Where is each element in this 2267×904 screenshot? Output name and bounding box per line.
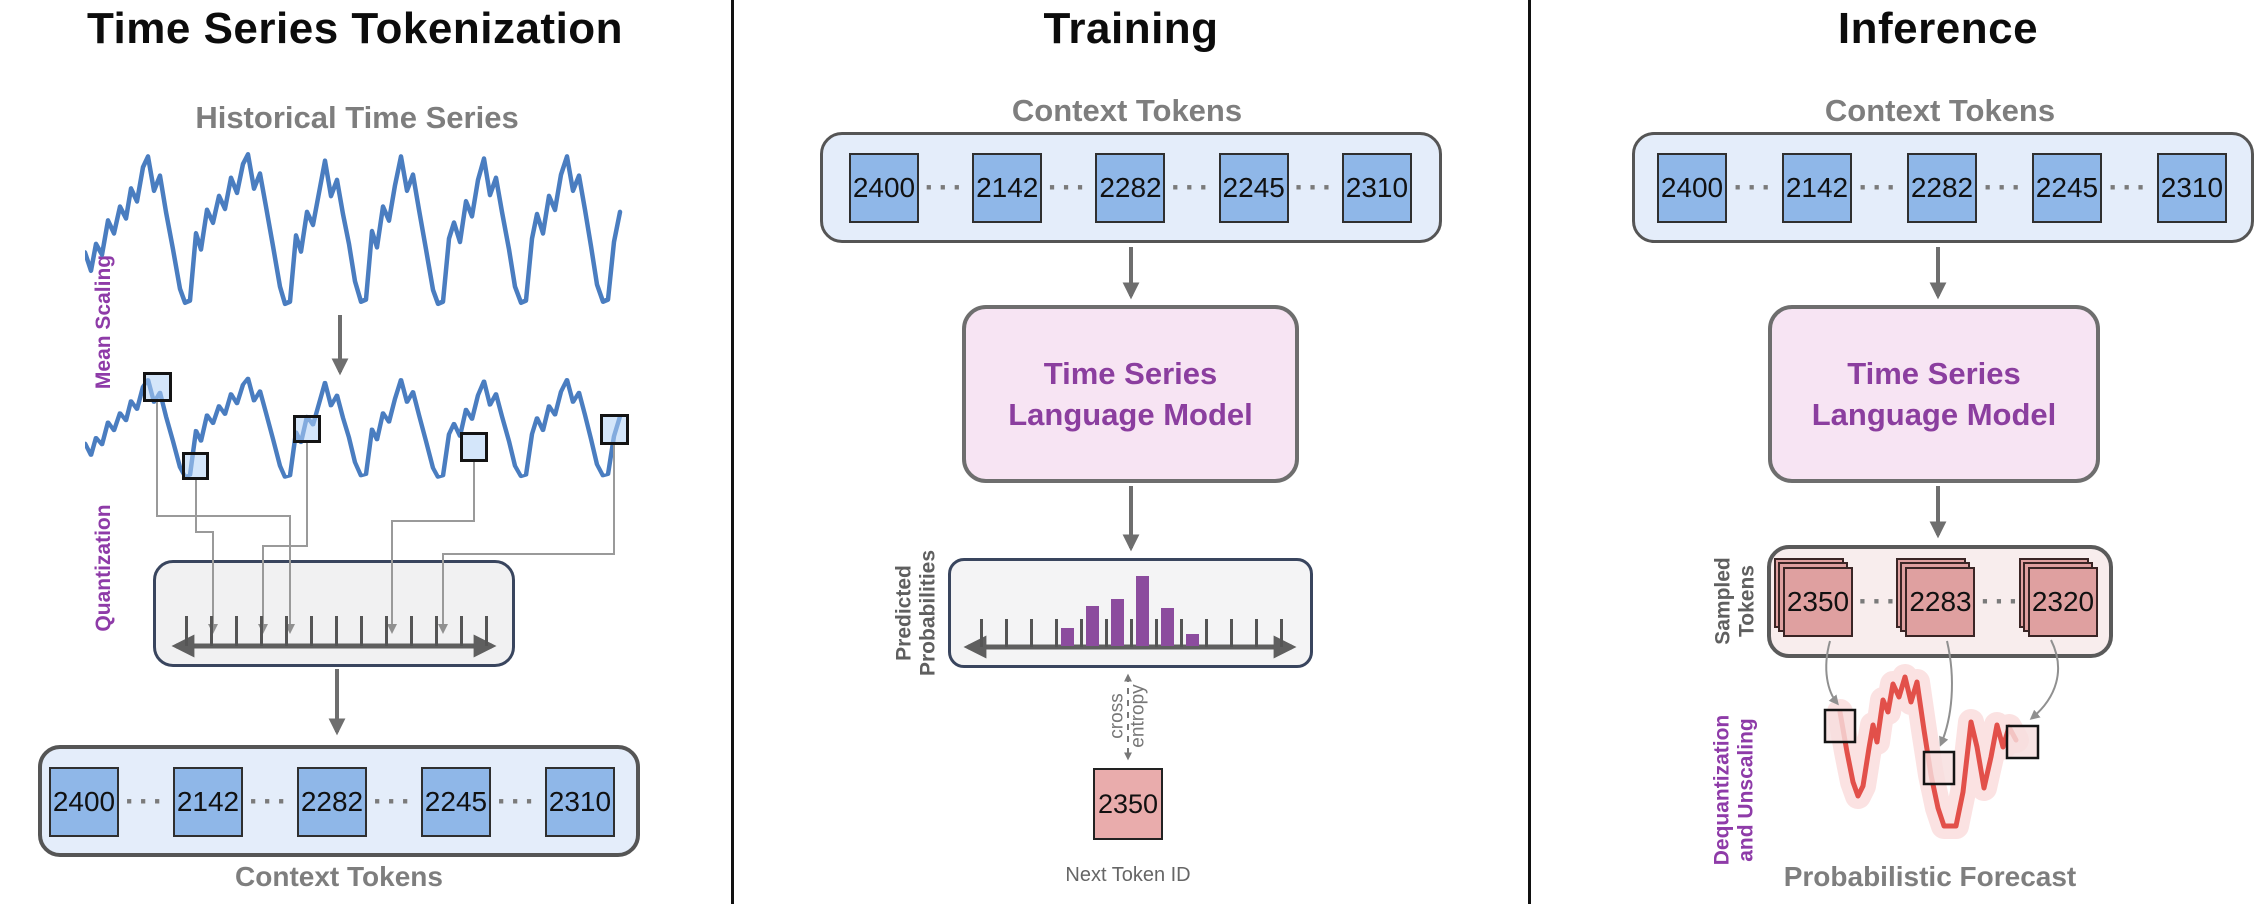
token-box: 2282 — [1095, 153, 1166, 223]
time-series-language-model-box: Time Series Language Model — [962, 305, 1299, 483]
token-box: 2400 — [1657, 153, 1727, 223]
ellipsis: ··· — [1733, 171, 1776, 204]
probabilistic-forecast-caption: Probabilistic Forecast — [1783, 861, 2077, 892]
predicted-probabilities-box — [948, 558, 1313, 668]
token-box: 2142 — [972, 153, 1043, 223]
highlight-box — [1922, 750, 1956, 786]
sampled-tokens-label: Sampled Tokens — [1711, 557, 1758, 645]
highlight-box — [293, 415, 321, 443]
token-box: 2245 — [420, 767, 491, 837]
context-token-row: 2400···2142···2282···2245···2310 — [1657, 153, 2227, 223]
dequantization-label: Dequantization and Unscaling — [1710, 715, 1757, 866]
quantization-text: Quantization — [92, 504, 116, 632]
panel-divider — [1528, 0, 1531, 904]
ellipsis: ··· — [496, 785, 539, 818]
token-box: 2245 — [2031, 153, 2102, 223]
ellipsis: ··· — [1858, 585, 1901, 618]
ellipsis: ··· — [1983, 171, 2026, 204]
sampled-label-line2: Tokens — [1735, 565, 1758, 637]
panel-title-tokenization: Time Series Tokenization — [86, 4, 624, 53]
ellipsis: ··· — [125, 785, 167, 818]
forecast-uncertainty-band — [1827, 664, 2029, 839]
sampled-token-card: 2350 — [1783, 567, 1853, 637]
next-token-box: 2350 — [1093, 768, 1163, 840]
blue-series-line — [85, 152, 623, 307]
token-box: 2282 — [296, 767, 367, 837]
forecast-highlight-boxes — [1823, 708, 2040, 786]
highlight-box — [182, 452, 209, 480]
token-box: 2310 — [2156, 153, 2227, 223]
sampled-token-stack: 2283 — [1896, 558, 1976, 637]
sampled-label-line1: Sampled — [1711, 557, 1735, 645]
ellipsis: ··· — [1980, 585, 2023, 618]
panel-divider — [731, 0, 734, 904]
historical-time-series-chart — [85, 152, 623, 307]
highlight-box — [2005, 724, 2040, 760]
context-tokens-caption: Context Tokens — [235, 861, 443, 892]
model-label-line1: Time Series — [1847, 356, 2021, 391]
highlight-box — [1823, 708, 1857, 744]
predicted-probabilities-label: Predicted Probabilities — [892, 550, 939, 676]
sampled-token-card: 2320 — [2027, 567, 2098, 637]
sampled-token-card: 2283 — [1905, 567, 1976, 637]
token-box: 2400 — [849, 153, 919, 223]
ellipsis: ··· — [2108, 171, 2151, 204]
sampled-token-stack: 2320 — [2018, 558, 2098, 637]
context-token-row: 2400···2142···2282···2245···2310 — [849, 153, 1412, 223]
predicted-label-line1: Predicted — [892, 565, 916, 661]
cross-entropy-label: cross entropy — [1107, 684, 1150, 747]
ellipsis: ··· — [1858, 171, 1901, 204]
ellipsis: ··· — [1171, 171, 1214, 204]
token-box: 2400 — [49, 767, 119, 837]
time-series-language-model-box: Time Series Language Model — [1768, 305, 2100, 483]
token-box: 2282 — [1906, 153, 1977, 223]
quantization-label: Quantization — [92, 504, 116, 631]
token-box: 2310 — [544, 767, 615, 837]
dequant-label-line2: and Unscaling — [1734, 718, 1757, 862]
context-tokens-heading: Context Tokens — [1011, 93, 1243, 128]
model-label-line2: Language Model — [1008, 397, 1253, 432]
ellipsis: ··· — [372, 785, 415, 818]
panel-title-training: Training — [1043, 4, 1219, 53]
predicted-label-line2: Probabilities — [916, 549, 939, 677]
ellipsis: ··· — [248, 785, 291, 818]
context-token-row: 2400···2142···2282···2245···2310 — [49, 767, 615, 837]
context-tokens-heading: Context Tokens — [1824, 93, 2056, 128]
panel-title-inference: Inference — [1837, 4, 2039, 53]
sampled-token-stack: 2350 — [1774, 558, 1853, 637]
cross-entropy-line1: cross — [1106, 693, 1128, 739]
quantization-box — [153, 560, 515, 667]
ellipsis: ··· — [924, 171, 967, 204]
dequant-label-line1: Dequantization — [1710, 714, 1734, 866]
token-box: 2142 — [172, 767, 243, 837]
sampled-token-row: 2350···2283···2320 — [1774, 558, 2098, 637]
highlight-box — [600, 414, 629, 445]
model-label-line1: Time Series — [1043, 356, 1218, 391]
historical-series-heading: Historical Time Series — [195, 100, 519, 135]
token-box: 2310 — [1341, 153, 1412, 223]
highlight-box — [143, 372, 172, 402]
token-box: 2245 — [1218, 153, 1289, 223]
ellipsis: ··· — [1294, 171, 1337, 204]
ellipsis: ··· — [1047, 171, 1090, 204]
highlight-box — [460, 432, 488, 462]
token-box: 2142 — [1781, 153, 1852, 223]
cross-entropy-line2: entropy — [1128, 684, 1149, 748]
forecast-line — [1837, 674, 2019, 829]
next-token-caption: Next Token ID — [1065, 864, 1191, 886]
model-label-line2: Language Model — [1811, 397, 2057, 432]
